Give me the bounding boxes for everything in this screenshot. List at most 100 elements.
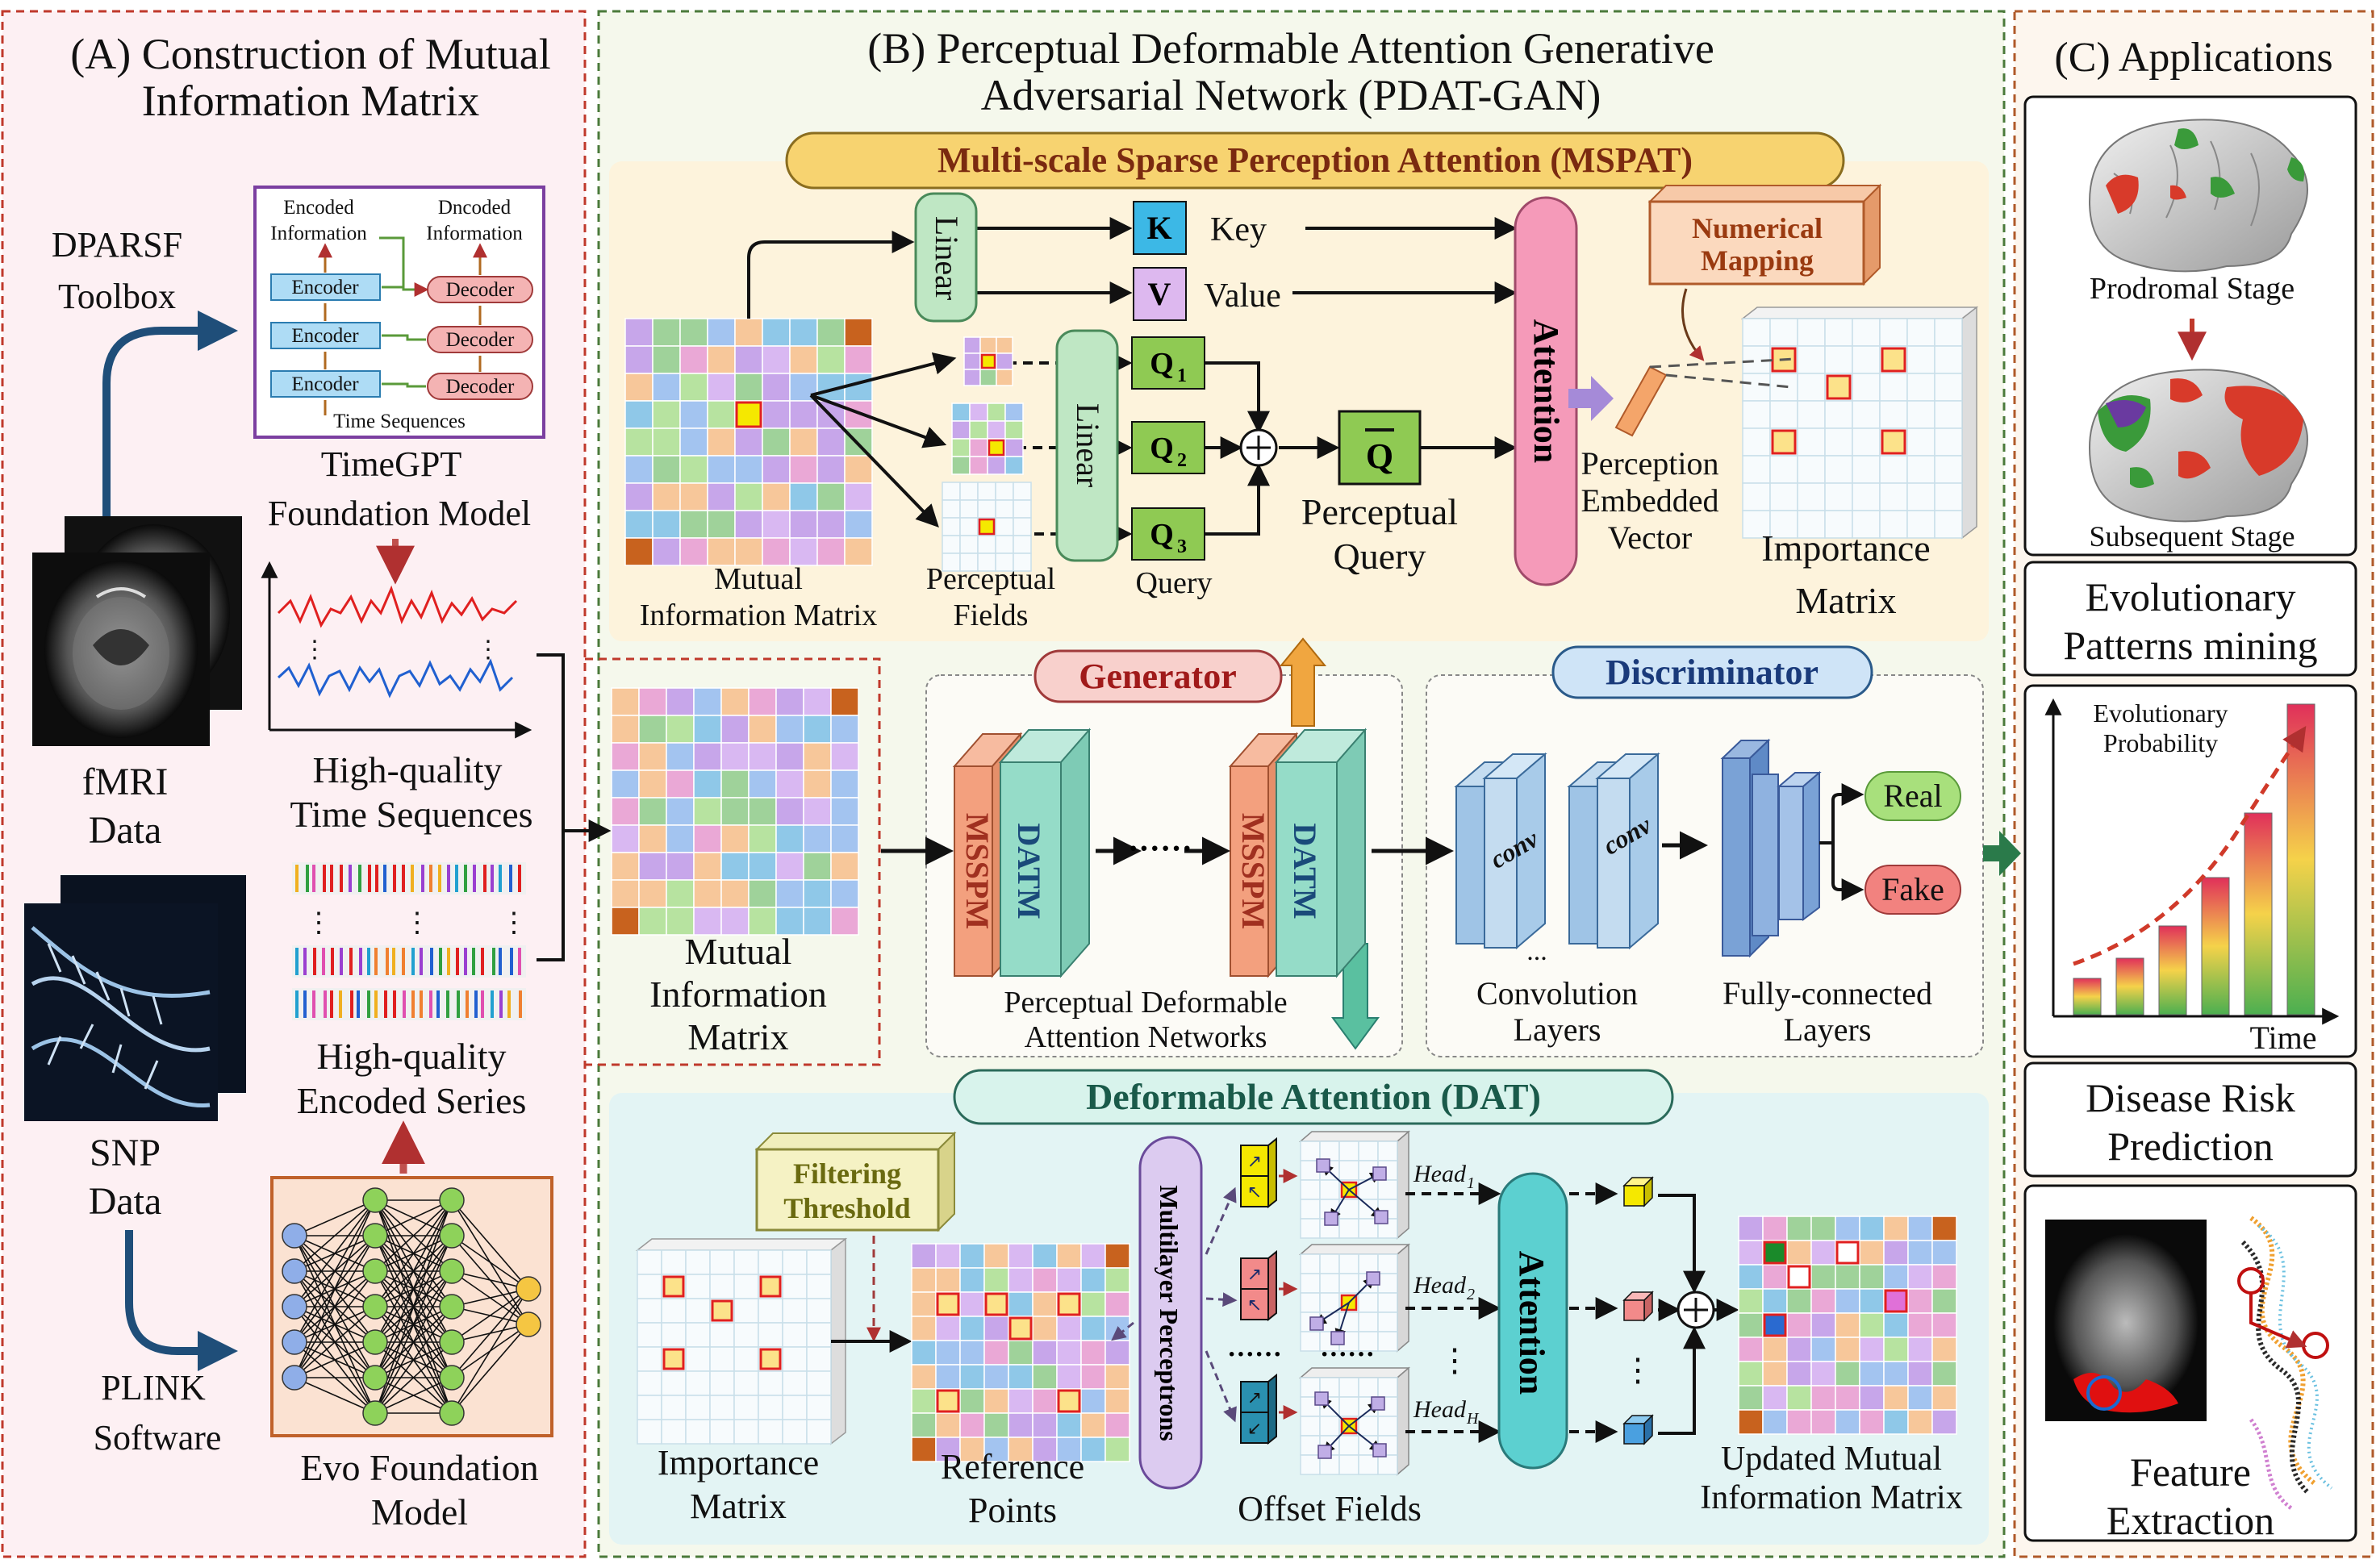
matrix-cell xyxy=(1032,1364,1058,1390)
offset-point xyxy=(1316,1158,1330,1173)
matrix-cell xyxy=(624,427,654,457)
svg-text:⋮: ⋮ xyxy=(500,908,528,938)
field-cell xyxy=(951,402,971,422)
matrix-cell xyxy=(782,1370,808,1396)
matrix-cell xyxy=(1797,373,1826,402)
matrix-cell xyxy=(1879,510,1908,539)
matrix-cell xyxy=(611,687,640,716)
nn-node xyxy=(282,1223,307,1249)
matrix-cell xyxy=(830,715,859,744)
offset-cell xyxy=(1358,1377,1379,1398)
barcode-stripe xyxy=(499,948,502,975)
offset-point xyxy=(1324,1211,1338,1226)
offset-cell xyxy=(1319,1416,1340,1437)
matrix-cell xyxy=(983,1412,1009,1438)
matrix-cell xyxy=(1810,1361,1836,1387)
linear-label-q: Linear xyxy=(1070,403,1106,487)
offset-point xyxy=(1314,1391,1329,1406)
barcode-stripe xyxy=(340,865,343,892)
matrix-cell xyxy=(1738,1288,1764,1314)
matrix-cell xyxy=(1738,1312,1764,1338)
filter-2: Threshold xyxy=(783,1192,910,1224)
matrix-cell xyxy=(816,482,846,511)
matrix-cell xyxy=(734,537,763,566)
encoder-block-3 xyxy=(270,370,381,398)
risk-bars xyxy=(2073,703,2315,1015)
matrix-cell xyxy=(1879,482,1908,511)
nn-edge xyxy=(451,1235,529,1290)
barcode-stripe xyxy=(411,990,415,1018)
offset-label: Offset Fields xyxy=(1238,1489,1422,1528)
time-series-plot: ⋮ ⋮ xyxy=(261,561,532,739)
matrix-cell xyxy=(1934,400,1963,429)
decoder-block-2 xyxy=(427,326,533,353)
dat-attention-block xyxy=(1497,1172,1568,1470)
imp-dat-1: Importance xyxy=(658,1443,819,1483)
matrix-cell xyxy=(748,742,777,771)
barcode-stripe xyxy=(392,948,395,975)
offset-cell xyxy=(1358,1416,1379,1437)
matrix-cell xyxy=(720,907,750,936)
barcode-stripe xyxy=(374,948,378,975)
matrix-cell xyxy=(679,482,708,511)
matrix-cell xyxy=(693,852,722,881)
matrix-cell xyxy=(666,769,695,799)
matrix-cell xyxy=(733,1419,759,1445)
matrix-cell xyxy=(1786,1337,1812,1362)
barcode-stripe xyxy=(447,948,450,975)
matrix-cell xyxy=(959,1316,985,1341)
matrix-cell xyxy=(816,427,846,457)
svg-text:⋮: ⋮ xyxy=(303,636,327,663)
matrix-cell xyxy=(661,1419,687,1445)
matrix-cell xyxy=(1738,1216,1764,1241)
matrix-cell xyxy=(679,373,708,402)
conv-layer-1: conv xyxy=(1454,752,1547,950)
matrix-cell xyxy=(1931,1385,1957,1411)
barcode-stripe xyxy=(331,948,334,975)
matrix-cell xyxy=(758,1395,783,1420)
field-cell xyxy=(942,482,961,501)
matrix-cell xyxy=(1762,1337,1788,1362)
matrix-cell xyxy=(782,1249,808,1275)
offset-cell xyxy=(1338,1273,1359,1294)
matrix-cell xyxy=(652,373,681,402)
encoder-block-1 xyxy=(270,273,381,301)
matrix-cell xyxy=(1824,427,1853,457)
barcode-stripe xyxy=(323,865,326,892)
field-cell xyxy=(951,420,971,440)
nn-edge xyxy=(294,1199,376,1343)
matrix-cell xyxy=(707,537,736,566)
matrix-cell xyxy=(748,879,777,908)
nn-edge xyxy=(294,1199,376,1272)
matrix-cell xyxy=(1104,1267,1130,1293)
fc-outputs xyxy=(1819,783,1864,901)
nn-node xyxy=(439,1294,465,1320)
matrix-cell xyxy=(983,1316,1009,1341)
barcode-stripe xyxy=(384,990,387,1018)
barcode-stripe xyxy=(402,865,405,892)
matrix-cell xyxy=(1762,1409,1788,1435)
key-letter: K xyxy=(1146,210,1171,246)
matrix-cell xyxy=(789,400,818,429)
nn-node xyxy=(439,1187,465,1213)
matrix-cell xyxy=(1824,400,1853,429)
numerical-mapping-box: Numerical Mapping xyxy=(1647,183,1882,286)
matrix-cell xyxy=(1859,1240,1885,1266)
matrix-cell xyxy=(1104,1412,1130,1438)
matrix-cell xyxy=(1810,1409,1836,1435)
mutual-information-matrix xyxy=(611,687,859,936)
matrix-cell xyxy=(1056,1243,1082,1269)
matrix-cell xyxy=(707,373,736,402)
matrix-cell xyxy=(816,318,846,347)
offset-fields xyxy=(1298,1130,1411,1476)
matrix-cell xyxy=(734,345,763,374)
matrix-cell xyxy=(1906,345,1935,374)
matrix-cell xyxy=(1008,1340,1033,1366)
matrix-cell xyxy=(762,427,791,457)
matrix-cell xyxy=(1879,373,1908,402)
matrix-cell xyxy=(1104,1437,1130,1462)
matrix-cell xyxy=(709,1395,735,1420)
matrix-cell xyxy=(830,852,859,881)
matrix-cell xyxy=(679,400,708,429)
decoder-label-2: Decoder xyxy=(446,329,515,351)
